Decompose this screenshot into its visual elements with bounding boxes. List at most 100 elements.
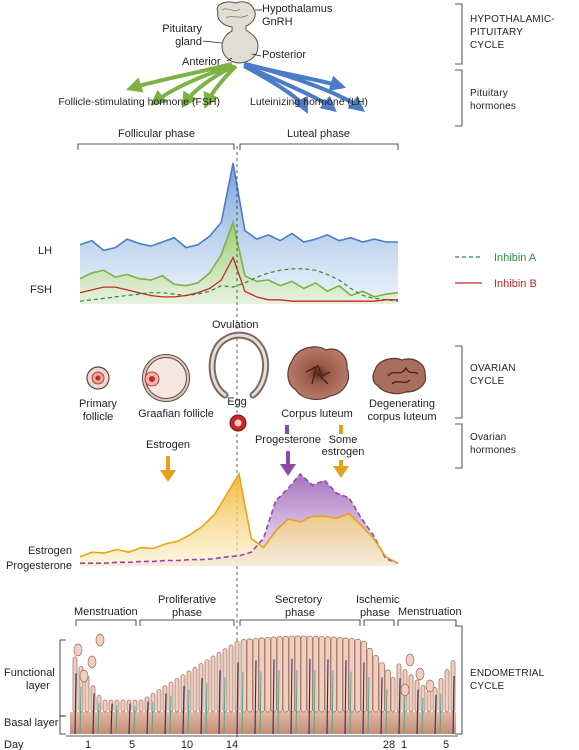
gland xyxy=(349,671,352,735)
gland xyxy=(421,697,424,735)
right-brackets: HYPOTHALAMIC- PITUITARY CYCLE Pituitary … xyxy=(455,3,555,735)
basal-layer-label: Basal layer xyxy=(4,717,59,729)
shed-tissue xyxy=(405,653,415,667)
some-estrogen-label-2: estrogen xyxy=(322,446,365,458)
endometrial-column xyxy=(246,638,253,713)
pituitary-gland-label-1: Pituitary xyxy=(162,23,202,35)
endometrial-column xyxy=(264,637,271,713)
inhibin-b-line xyxy=(79,255,398,302)
fsh-arrows xyxy=(125,62,238,109)
spiral-artery xyxy=(182,685,185,735)
spiral-artery xyxy=(452,675,455,735)
endometrial-column xyxy=(354,638,361,713)
hypothalamus-pituitary: Hypothalamus GnRH Pituitary gland Anteri… xyxy=(58,1,399,150)
spiral-artery xyxy=(254,660,257,735)
spiral-artery xyxy=(92,693,95,735)
spiral-artery xyxy=(110,703,113,735)
progesterone-arrow xyxy=(280,451,296,476)
endometrial-column xyxy=(318,636,325,713)
primary-follicle-label-2: follicle xyxy=(83,411,114,423)
gland xyxy=(187,689,190,735)
endometrial-column xyxy=(426,690,432,713)
progesterone-axis-label: Progesterone xyxy=(6,560,72,572)
lh-hormone-label: Luteinizing hormone (LH) xyxy=(250,96,368,108)
endometrial-column xyxy=(174,677,180,713)
gland xyxy=(439,693,442,735)
endometrial-column xyxy=(138,699,144,713)
ovarian-cycle-label-2: CYCLE xyxy=(470,376,504,387)
progesterone-arrow-label: Progesterone xyxy=(255,434,321,446)
gland xyxy=(331,670,334,735)
shed-tissue xyxy=(415,667,425,681)
spiral-artery xyxy=(218,670,221,735)
endometrial-column xyxy=(372,655,379,713)
gland xyxy=(79,686,82,735)
spiral-artery xyxy=(164,693,167,735)
functional-layer-label-1: Functional xyxy=(4,667,55,679)
ovarian-hormones-label-2: hormones xyxy=(470,445,516,456)
secretory-label-1: Secretory xyxy=(275,594,323,606)
pituitary-gland-label-2: gland xyxy=(175,36,202,48)
hypothalamic-cycle-label-3: CYCLE xyxy=(470,40,504,51)
anterior-label: Anterior xyxy=(182,56,221,68)
proliferative-label-2: phase xyxy=(172,607,202,619)
spiral-artery xyxy=(308,658,311,735)
day-axis: Day 1 5 10 14 28 1 5 xyxy=(4,735,458,750)
gland xyxy=(169,695,172,735)
some-estrogen-label-1: Some xyxy=(329,434,358,446)
pituitary-gland-shape xyxy=(216,1,259,64)
endometrial-phases: Menstruation Proliferative phase Secreto… xyxy=(4,594,462,735)
legend-inhibin-a: Inhibin A xyxy=(494,252,537,264)
estrogen-arrow-label: Estrogen xyxy=(146,439,190,451)
fsh-area xyxy=(80,222,398,304)
endometrial-cycle-label-1: ENDOMETRIAL xyxy=(470,668,545,679)
secretory-label-2: phase xyxy=(285,607,315,619)
spiral-artery xyxy=(344,660,347,735)
progesterone-tick xyxy=(285,425,289,434)
day-tick-10: 10 xyxy=(181,739,193,750)
graafian-follicle xyxy=(142,354,190,402)
endometrial-column xyxy=(330,636,337,713)
ovarian-cycle-label-1: OVARIAN xyxy=(470,363,516,374)
shed-tissue xyxy=(79,669,89,683)
gland xyxy=(295,670,298,735)
inhibin-a-line xyxy=(79,268,399,302)
spiral-artery xyxy=(236,662,239,735)
degenerating-label-1: Degenerating xyxy=(369,398,435,410)
primary-follicle-label-1: Primary xyxy=(79,398,117,410)
fsh-hormone-label: Follicle-stimulating hormone (FSH) xyxy=(58,96,220,108)
endometrial-column xyxy=(408,674,414,713)
luteal-brace xyxy=(239,143,399,150)
day-axis-label: Day xyxy=(4,739,24,750)
spiral-artery xyxy=(272,659,275,735)
endometrial-column xyxy=(336,637,343,713)
endometrial-column xyxy=(282,635,289,713)
endometrial-column xyxy=(348,638,355,713)
gland xyxy=(313,670,316,735)
lh-axis-label: LH xyxy=(38,245,52,257)
ischemic-label-2: phase xyxy=(360,607,390,619)
gland xyxy=(367,677,370,735)
proliferative-label-1: Proliferative xyxy=(158,594,216,606)
gland xyxy=(277,670,280,735)
gland xyxy=(97,702,100,735)
gland xyxy=(115,705,118,735)
degenerating-corpus-luteum xyxy=(372,357,427,395)
functional-layer-label-2: layer xyxy=(26,680,50,692)
spiral-artery xyxy=(128,703,131,735)
endometrial-column xyxy=(228,644,234,713)
fsh-line xyxy=(79,219,399,298)
pituitary-pointer xyxy=(202,40,223,44)
lh-line xyxy=(79,162,398,252)
spiral-artery xyxy=(380,677,383,735)
hypothalamic-cycle-label-2: PITUITARY xyxy=(470,27,523,38)
spiral-artery xyxy=(434,694,437,735)
hypothalamus-label: Hypothalamus xyxy=(262,3,333,15)
menstruation-label-1: Menstruation xyxy=(74,606,138,618)
endometrial-column xyxy=(300,635,307,713)
day-tick-1: 1 xyxy=(85,739,91,750)
degenerating-label-2: corpus luteum xyxy=(367,411,436,423)
endometrial-column xyxy=(180,674,186,713)
primary-follicle xyxy=(86,366,110,390)
corpus-luteum-label: Corpus luteum xyxy=(281,408,353,420)
